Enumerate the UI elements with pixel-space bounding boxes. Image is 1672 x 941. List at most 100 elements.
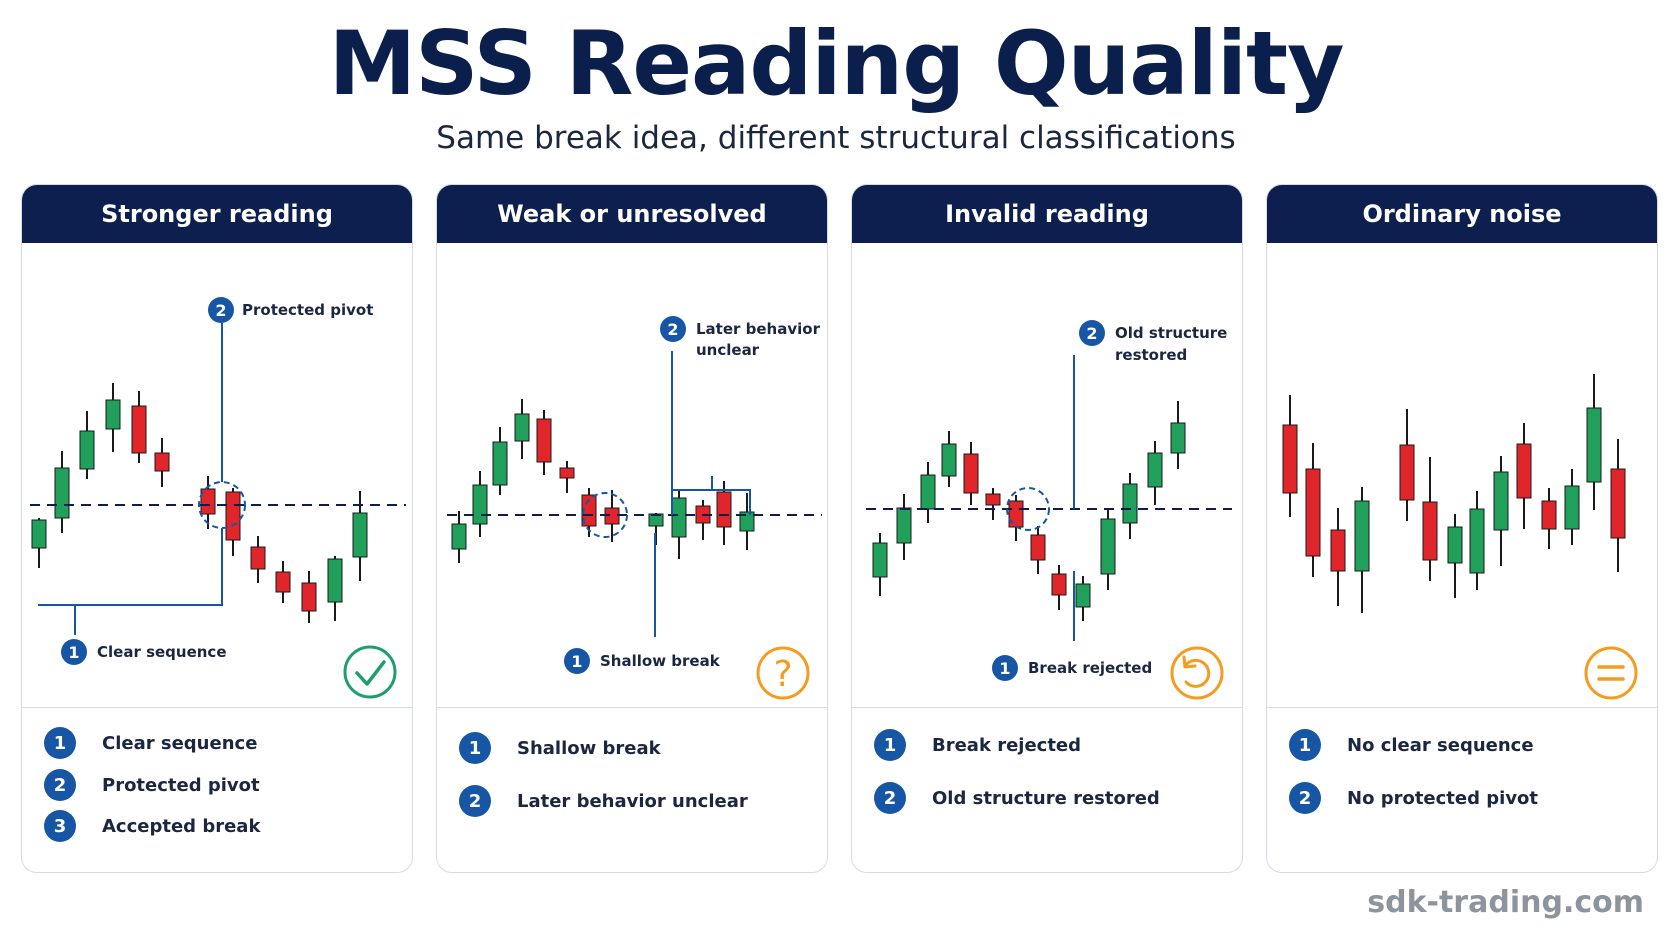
- card-weak-or-unresolved: Weak or unresolved 2 Later behavior uncl…: [436, 184, 828, 873]
- bullish-candle: [1493, 456, 1509, 566]
- candle-body: [514, 413, 530, 442]
- candle-body: [1586, 407, 1602, 483]
- bullish-candle: [872, 533, 888, 596]
- bullish-candle: [327, 556, 343, 621]
- candle-body: [963, 453, 979, 494]
- candle-body: [1030, 534, 1046, 561]
- legend-label: Accepted break: [102, 815, 261, 837]
- candle-body: [536, 418, 552, 463]
- bearish-candle: [1516, 423, 1532, 529]
- break-highlight-circle: [582, 492, 628, 538]
- candlestick-diagram: 2 Old structure restored 1 Break rejecte…: [866, 320, 1232, 700]
- bearish-candle: [695, 500, 711, 540]
- candle-body: [250, 546, 266, 570]
- watermark: sdk-trading.com: [1367, 885, 1644, 920]
- bearish-candle: [963, 442, 979, 505]
- annotation-badge: [660, 316, 686, 342]
- candle-body: [200, 488, 216, 515]
- candle-body: [1469, 508, 1485, 574]
- card-stronger-reading: Stronger reading 2 Protected pivot 1 Cle…: [21, 184, 413, 873]
- annotation-label: Clear sequence: [97, 643, 227, 661]
- bullish-candle: [79, 411, 95, 479]
- bullish-candle: [54, 451, 70, 533]
- check-circle-icon: [343, 645, 397, 699]
- legend-item: 2 Protected pivot: [44, 769, 260, 801]
- candlestick-diagram: [1282, 374, 1638, 700]
- legend-number-badge: 2: [1289, 782, 1321, 814]
- bullish-candle: [1122, 473, 1138, 539]
- candle-body: [131, 405, 147, 454]
- legend-label: Protected pivot: [102, 774, 260, 796]
- bearish-candle: [1282, 395, 1298, 517]
- annotation-label: Later behavior: [696, 320, 821, 338]
- annotation-old-structure: 2 Old structure restored: [1079, 320, 1227, 364]
- bullish-candle: [1147, 441, 1163, 505]
- bearish-candle: [1008, 495, 1024, 541]
- candle-body: [1564, 485, 1580, 530]
- card-header: Invalid reading: [852, 185, 1242, 243]
- annotation-badge-number: 2: [1086, 324, 1097, 343]
- candles: [1282, 374, 1626, 613]
- annotation-later-behavior: 2 Later behavior unclear: [660, 316, 821, 359]
- bearish-candle: [1610, 439, 1626, 572]
- bullish-candle: [31, 518, 47, 568]
- later-behavior-bracket: [672, 489, 751, 515]
- bearish-candle: [536, 410, 552, 475]
- candle-body: [352, 512, 368, 558]
- legend-label: No clear sequence: [1347, 734, 1534, 756]
- legend-list: 1 Shallow break 2 Later behavior unclear: [459, 709, 817, 872]
- legend-item: 2 Later behavior unclear: [459, 785, 748, 817]
- legend-number-badge: 2: [44, 769, 76, 801]
- page-title: MSS Reading Quality: [328, 12, 1345, 115]
- annotation-badge-number: 2: [215, 301, 226, 320]
- bearish-candle: [1330, 508, 1346, 606]
- legend-item: 1 Break rejected: [874, 729, 1081, 761]
- bullish-candle: [1469, 491, 1485, 590]
- candle-body: [872, 542, 888, 578]
- page-subtitle: Same break idea, different structural cl…: [436, 120, 1236, 156]
- candle-body: [896, 507, 912, 544]
- bullish-candle: [451, 511, 467, 563]
- candle-body: [79, 430, 95, 470]
- bearish-candle: [225, 488, 241, 556]
- bearish-candle: [275, 561, 291, 603]
- legend-item: 3 Accepted break: [44, 810, 260, 842]
- annotation-badge: [564, 648, 590, 674]
- candle-body: [327, 558, 343, 603]
- candle-body: [1170, 422, 1186, 454]
- candle-body: [225, 491, 241, 541]
- legend-label: Break rejected: [932, 734, 1082, 756]
- candle-body: [559, 467, 575, 479]
- candlestick-diagram: 2 Protected pivot 1 Clear sequence: [30, 297, 406, 699]
- bearish-candle: [1541, 488, 1557, 549]
- bearish-candle: [1422, 457, 1438, 581]
- candle-body: [1051, 573, 1067, 596]
- annotation-clear-sequence: 1 Clear sequence: [61, 639, 227, 665]
- legend-item: 2 No protected pivot: [1289, 782, 1538, 814]
- refresh-circle-icon: [1170, 646, 1224, 700]
- candle-body: [1008, 500, 1024, 528]
- candle-body: [1305, 468, 1321, 557]
- legend-label: No protected pivot: [1347, 787, 1539, 809]
- bullish-candle: [514, 399, 530, 459]
- candle-body: [451, 523, 467, 550]
- candle-body: [1330, 529, 1346, 572]
- divider: [852, 707, 1242, 708]
- svg-text:?: ?: [773, 654, 792, 695]
- divider: [22, 707, 412, 708]
- candle-body: [581, 494, 597, 527]
- candle-body: [1610, 468, 1626, 539]
- annotation-badge: [992, 655, 1018, 681]
- sequence-bracket: [38, 528, 223, 606]
- bullish-candle: [472, 471, 488, 537]
- candle-body: [716, 491, 732, 528]
- bearish-candle: [200, 476, 216, 529]
- candle-body: [1075, 583, 1091, 608]
- annotation-label: Break rejected: [1028, 659, 1152, 677]
- bullish-candle: [1170, 401, 1186, 469]
- bullish-candle: [671, 489, 687, 559]
- bearish-candle: [716, 481, 732, 545]
- legend-label: Clear sequence: [102, 732, 258, 754]
- candle-body: [1122, 483, 1138, 524]
- candle-body: [1493, 471, 1509, 531]
